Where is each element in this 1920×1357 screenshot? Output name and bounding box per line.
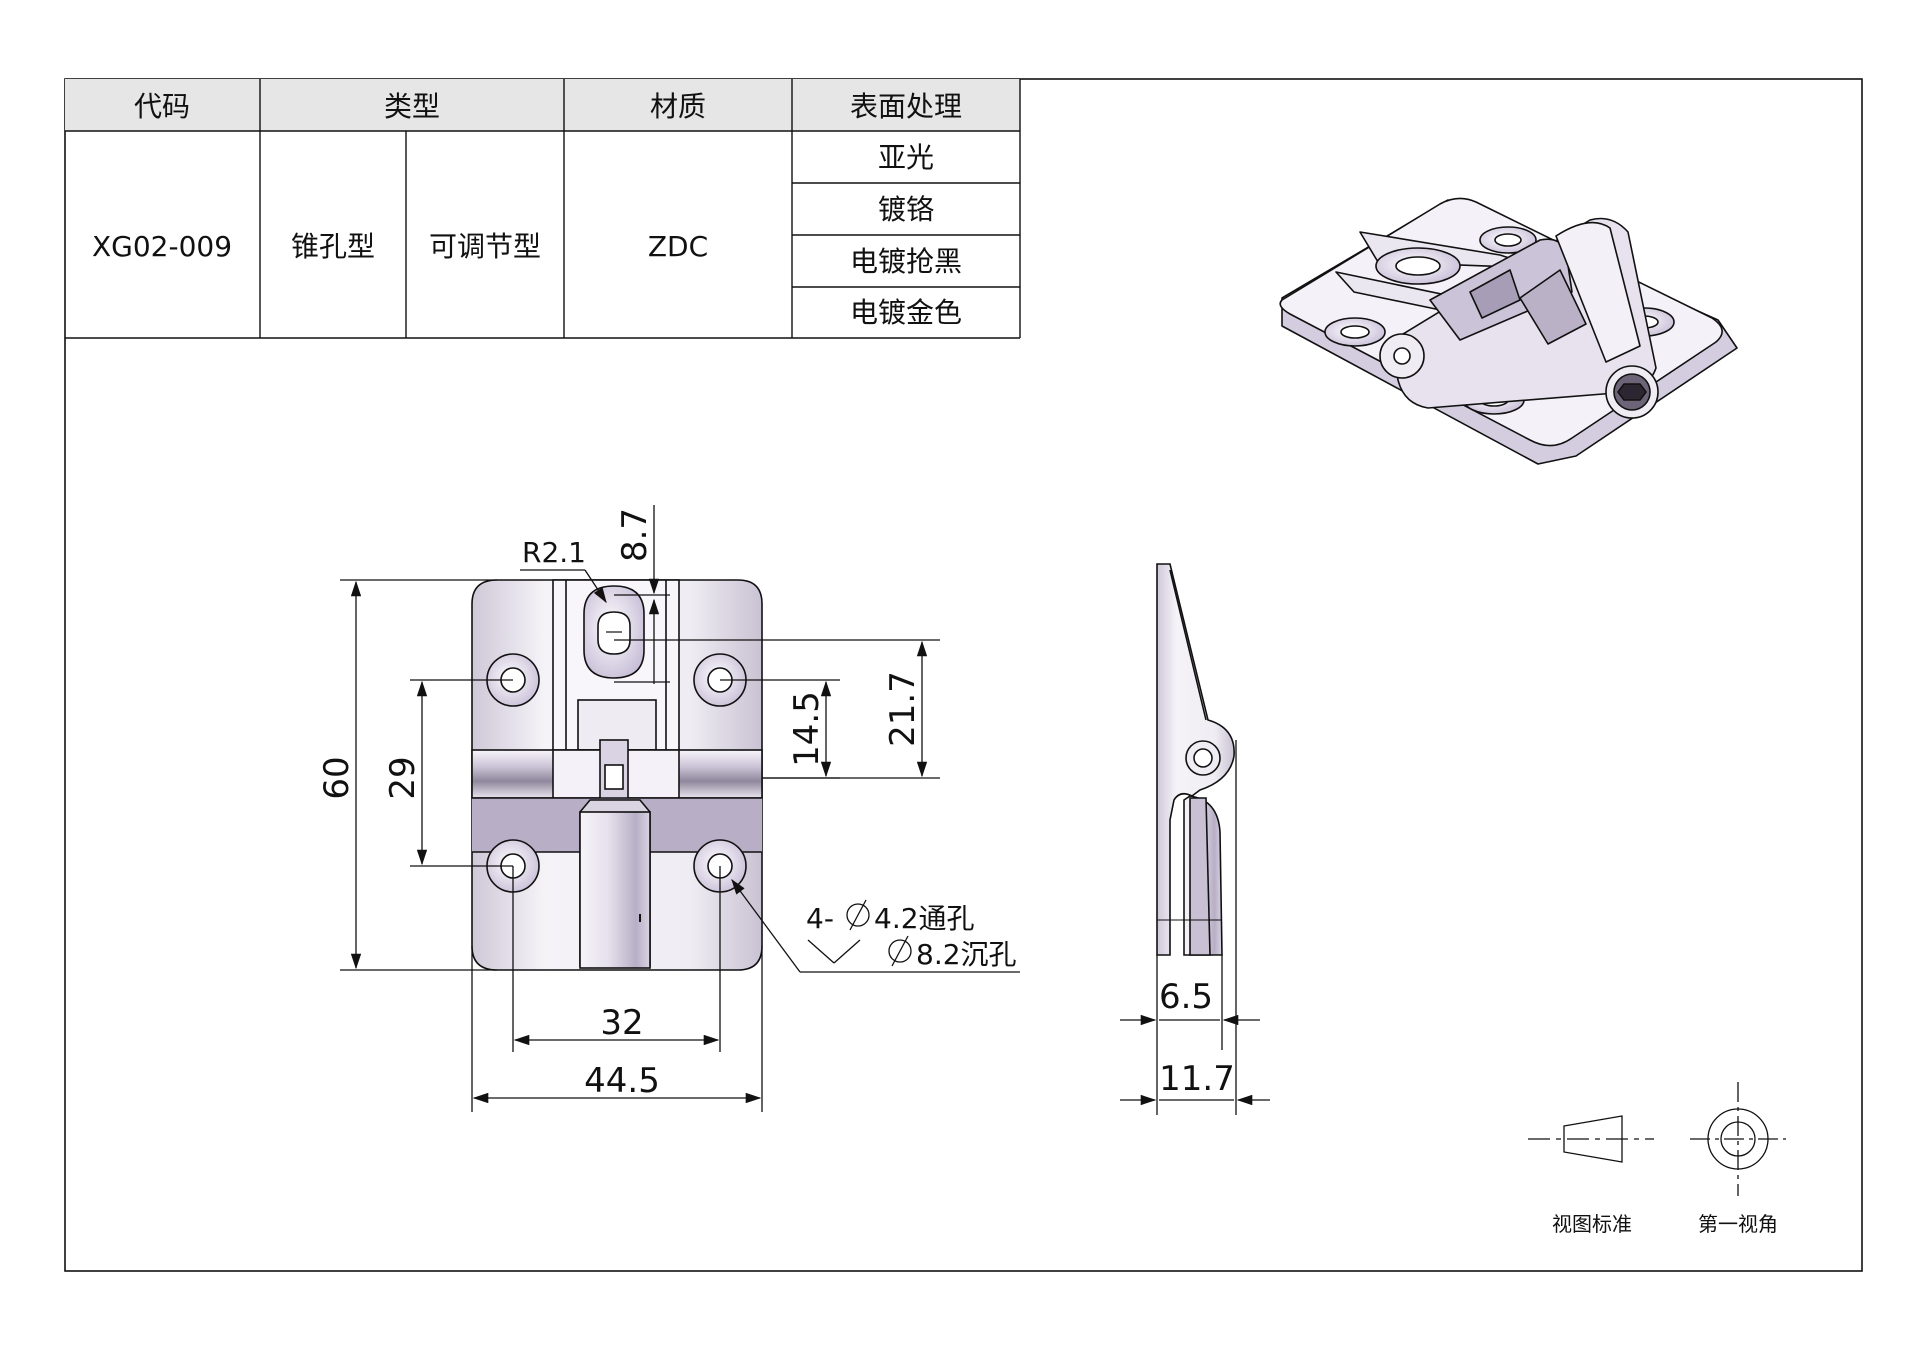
side-dimensions bbox=[1120, 740, 1270, 1115]
isometric-hinge-view bbox=[1279, 197, 1738, 465]
projection-symbol-view-standard bbox=[1528, 1115, 1654, 1163]
header-type: 类型 bbox=[384, 90, 440, 123]
header-finish: 表面处理 bbox=[850, 90, 962, 123]
front-view bbox=[471, 579, 763, 971]
front-dimensions bbox=[340, 505, 1020, 1112]
dim-r2-1: R2.1 bbox=[522, 536, 586, 569]
cell-code: XG02-009 bbox=[92, 230, 232, 263]
dim-14-5: 14.5 bbox=[787, 691, 827, 767]
hole-note-countersink: 8.2沉孔 bbox=[916, 938, 1017, 971]
cell-finish-3: 电镀抢黑 bbox=[850, 245, 962, 278]
dim-60: 60 bbox=[317, 756, 357, 799]
hole-note-through: 4.2通孔 bbox=[874, 902, 975, 935]
side-view bbox=[1156, 563, 1235, 956]
dim-29: 29 bbox=[383, 756, 423, 799]
spec-table: 代码 类型 材质 表面处理 XG02-009 锥孔型 可调节型 ZDC 亚光 镀… bbox=[65, 79, 1021, 339]
front-cylinder bbox=[579, 811, 651, 969]
dim-21-7: 21.7 bbox=[883, 671, 923, 747]
label-first-angle: 第一视角 bbox=[1698, 1212, 1778, 1236]
cell-material: ZDC bbox=[648, 230, 708, 263]
header-material: 材质 bbox=[650, 90, 706, 123]
cell-finish-2: 镀铬 bbox=[878, 193, 934, 226]
cell-type-1: 锥孔型 bbox=[291, 230, 375, 263]
projection-symbol-first-angle bbox=[1690, 1082, 1786, 1196]
hole-note-prefix: 4- bbox=[806, 902, 834, 935]
dim-11-7: 11.7 bbox=[1159, 1059, 1235, 1099]
label-view-standard: 视图标准 bbox=[1552, 1212, 1632, 1236]
dim-44-5: 44.5 bbox=[584, 1061, 660, 1101]
table-header-background bbox=[65, 79, 1020, 131]
dim-8-7: 8.7 bbox=[615, 508, 655, 562]
dim-6-5: 6.5 bbox=[1159, 977, 1213, 1017]
header-code: 代码 bbox=[134, 90, 190, 123]
dim-32: 32 bbox=[600, 1003, 643, 1043]
cell-finish-1: 亚光 bbox=[878, 141, 934, 174]
cell-finish-4: 电镀金色 bbox=[850, 296, 962, 329]
cell-type-2: 可调节型 bbox=[429, 230, 541, 263]
